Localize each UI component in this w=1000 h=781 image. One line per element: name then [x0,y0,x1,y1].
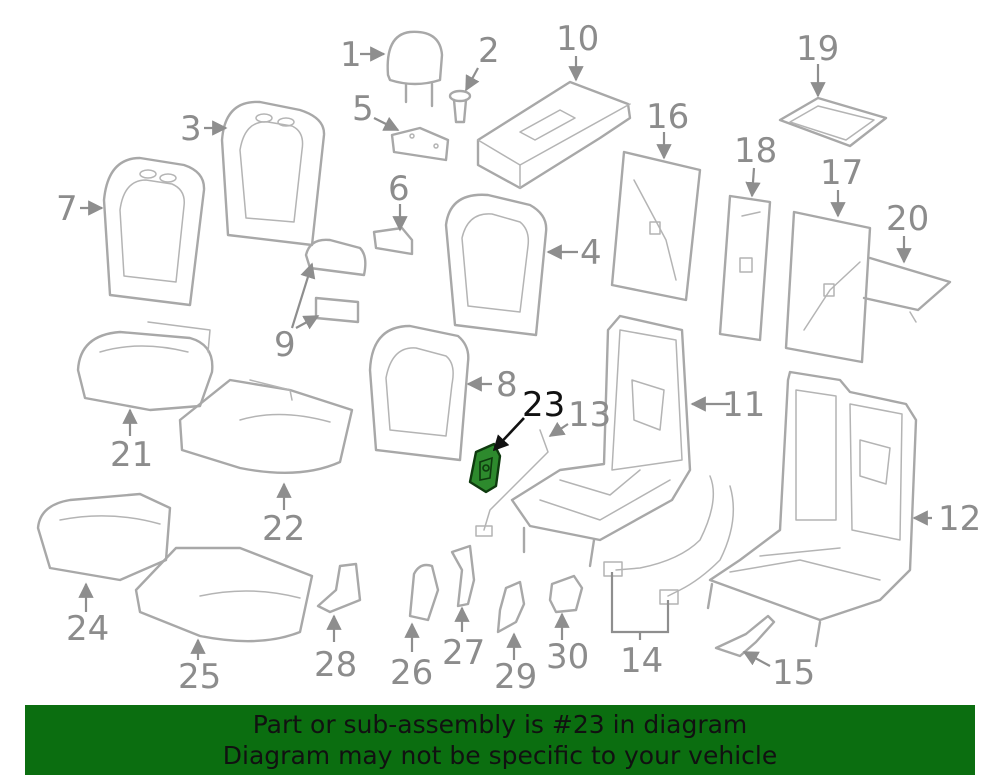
callout-7[interactable]: 7 [56,189,78,229]
part-17-back-panel[interactable] [784,210,872,364]
part-15-handle[interactable] [714,614,776,658]
info-banner: Part or sub-assembly is #23 in diagram D… [25,705,975,775]
callout-16[interactable]: 16 [646,97,689,137]
part-3-seat-back-cover[interactable] [220,100,326,247]
part-11-seat-frame[interactable] [510,314,692,568]
banner-line-2: Diagram may not be specific to your vehi… [222,741,778,770]
part-16-back-panel[interactable] [610,150,702,302]
callout-5[interactable]: 5 [352,89,374,129]
callout-9[interactable]: 9 [274,325,296,365]
part-29-trim-cover[interactable] [496,580,526,634]
callout-11[interactable]: 11 [722,385,765,425]
part-13-cable[interactable] [475,429,549,537]
part-25-foam-cushion[interactable] [134,546,314,643]
part-5-bracket[interactable] [390,126,450,162]
callout-22[interactable]: 22 [262,509,305,549]
part-24-foam-cushion[interactable] [36,492,172,582]
part-23-highlighted-bracket[interactable] [468,442,502,494]
callout-21[interactable]: 21 [110,435,153,475]
callout-10[interactable]: 10 [556,19,599,59]
callout-4[interactable]: 4 [580,233,602,273]
part-22-seat-cushion-cover[interactable] [178,378,354,474]
part-21-seat-cushion-cover[interactable] [76,321,214,412]
callout-23[interactable]: 23 [522,385,565,425]
part-18-trim-panel[interactable] [718,194,772,342]
callout-20[interactable]: 20 [886,199,929,239]
part-20-tray[interactable] [862,256,952,323]
part-28-trim-cover[interactable] [316,562,362,614]
callout-14[interactable]: 14 [620,641,663,681]
callout-1[interactable]: 1 [340,35,362,75]
callout-26[interactable]: 26 [390,653,433,693]
part-14-harness[interactable] [603,475,735,605]
part-6-latch[interactable] [372,226,414,256]
part-19-plate[interactable] [778,96,888,148]
part-27-trim-bracket[interactable] [450,544,476,608]
callout-25[interactable]: 25 [178,657,221,697]
part-4-seat-back-cover[interactable] [444,193,548,337]
part-12-seat-frame[interactable] [706,370,918,648]
callout-numbers: 1 2 3 4 5 6 7 8 9 10 11 12 13 14 15 16 1… [56,19,981,697]
seat-parts-diagram: 1 2 3 4 5 6 7 8 9 10 11 12 13 14 15 16 1… [36,19,981,697]
callout-2[interactable]: 2 [478,31,500,71]
leader-lines [78,46,932,667]
part-7-seat-back-cover[interactable] [102,156,206,307]
part-1-headrest[interactable] [386,30,444,108]
callout-8[interactable]: 8 [496,365,518,405]
callout-13[interactable]: 13 [568,395,611,435]
part-26-trim-cover[interactable] [408,563,440,622]
callout-18[interactable]: 18 [734,131,777,171]
part-2-guide-sleeve[interactable] [448,89,472,124]
callout-6[interactable]: 6 [388,169,410,209]
callout-28[interactable]: 28 [314,645,357,685]
part-9-foam-pads[interactable] [304,238,367,324]
callout-24[interactable]: 24 [66,609,109,649]
callout-30[interactable]: 30 [546,637,589,677]
part-30-clip[interactable] [548,574,584,614]
callout-19[interactable]: 19 [796,29,839,69]
callout-17[interactable]: 17 [820,153,863,193]
banner-line-1: Part or sub-assembly is #23 in diagram [252,710,748,739]
callout-27[interactable]: 27 [442,633,485,673]
callout-15[interactable]: 15 [772,653,815,693]
part-10-armrest-panel[interactable] [476,80,632,190]
part-8-seat-back-cover[interactable] [368,324,470,462]
callout-12[interactable]: 12 [938,499,981,539]
callout-29[interactable]: 29 [494,657,537,697]
callout-3[interactable]: 3 [180,109,202,149]
